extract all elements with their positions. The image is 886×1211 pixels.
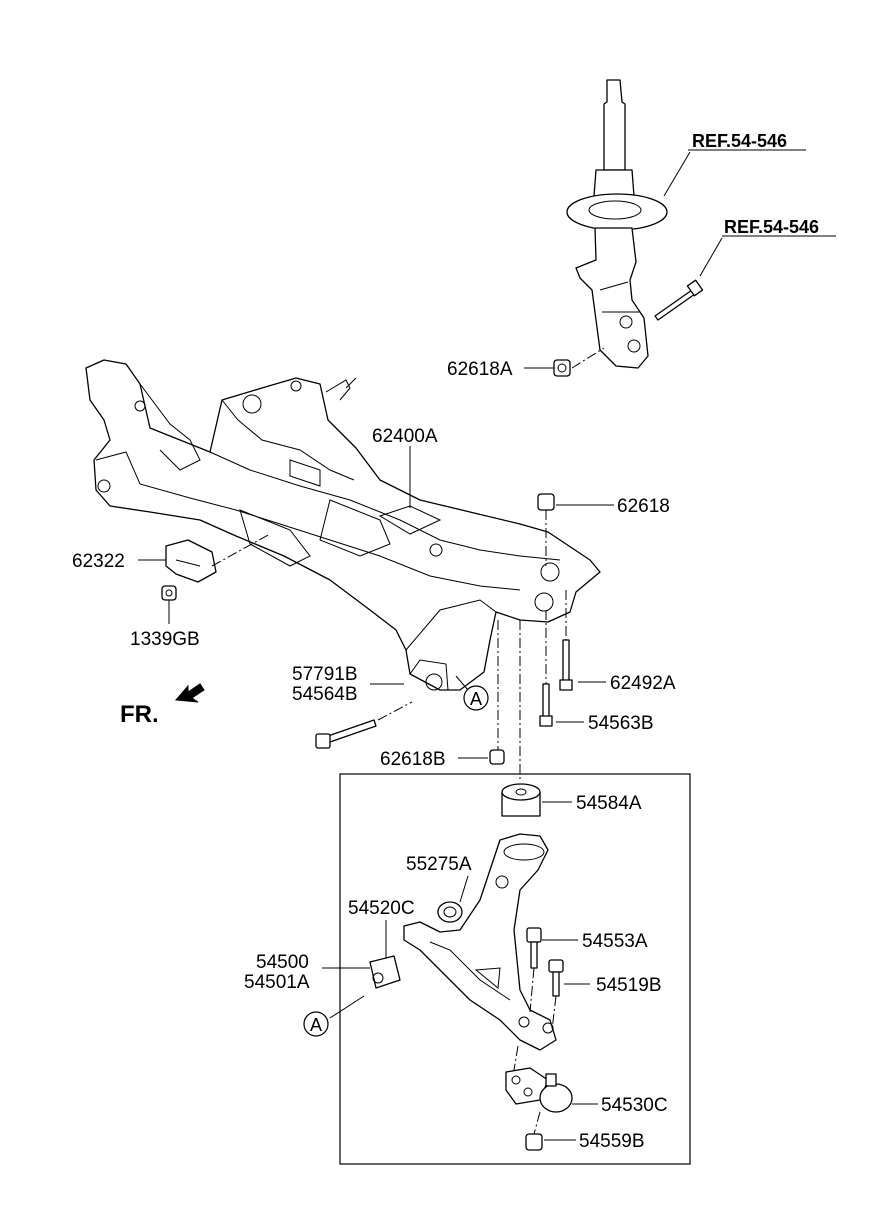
nut-62618B <box>489 749 505 765</box>
label-62618B[interactable]: 62618B <box>380 749 446 770</box>
label-54501A[interactable]: 54501A <box>244 972 310 993</box>
detail-marker-a-upper: A <box>463 685 489 711</box>
strut-nut <box>553 359 571 377</box>
label-54584A[interactable]: 54584A <box>576 793 642 814</box>
nut-62618 <box>537 493 555 511</box>
bolt-62492A <box>559 639 573 691</box>
bolt-1339GB <box>161 585 177 601</box>
label-54563B[interactable]: 54563B <box>588 713 654 734</box>
label-54500[interactable]: 54500 <box>256 952 309 973</box>
bushing-54520C <box>369 955 401 989</box>
ref-strut-label[interactable]: REF.54-546 <box>692 131 787 151</box>
front-direction-indicator: FR. <box>120 683 205 728</box>
label-62322[interactable]: 62322 <box>72 551 125 572</box>
svg-text:A: A <box>310 1015 322 1035</box>
label-62400A[interactable]: 62400A <box>372 426 438 447</box>
label-54553A[interactable]: 54553A <box>582 931 648 952</box>
nut-54559B <box>525 1133 543 1151</box>
ball-joint-54530C <box>505 1067 573 1113</box>
lower-control-arm <box>403 833 557 1051</box>
label-54559B[interactable]: 54559B <box>579 1131 645 1152</box>
bushing-55275A <box>437 901 463 923</box>
label-62618[interactable]: 62618 <box>617 496 670 517</box>
label-54530C[interactable]: 54530C <box>601 1095 668 1116</box>
ref-bolt-label[interactable]: REF.54-546 <box>724 217 819 237</box>
svg-text:A: A <box>470 689 482 709</box>
subframe-crossmember <box>85 359 601 691</box>
label-62618A[interactable]: 62618A <box>447 359 513 380</box>
strut-assembly <box>566 79 668 369</box>
bolt-57791B <box>315 719 377 749</box>
strut-bolt <box>654 279 704 321</box>
bolt-54519B <box>548 959 564 997</box>
bracket-62322 <box>165 539 217 583</box>
bolt-54553A <box>526 927 542 969</box>
front-label: FR. <box>120 701 159 728</box>
label-62492A[interactable]: 62492A <box>610 673 676 694</box>
detail-marker-a-lower: A <box>303 1011 329 1037</box>
bolt-54563B <box>539 683 553 727</box>
lower-arm-detail-box <box>339 773 691 1165</box>
label-54564B[interactable]: 54564B <box>292 684 358 705</box>
label-1339GB[interactable]: 1339GB <box>130 629 200 650</box>
label-54519B[interactable]: 54519B <box>596 975 662 996</box>
label-55275A[interactable]: 55275A <box>406 854 472 875</box>
label-54520C[interactable]: 54520C <box>348 898 415 919</box>
bushing-54584A <box>501 783 541 817</box>
label-57791B[interactable]: 57791B <box>292 664 358 685</box>
